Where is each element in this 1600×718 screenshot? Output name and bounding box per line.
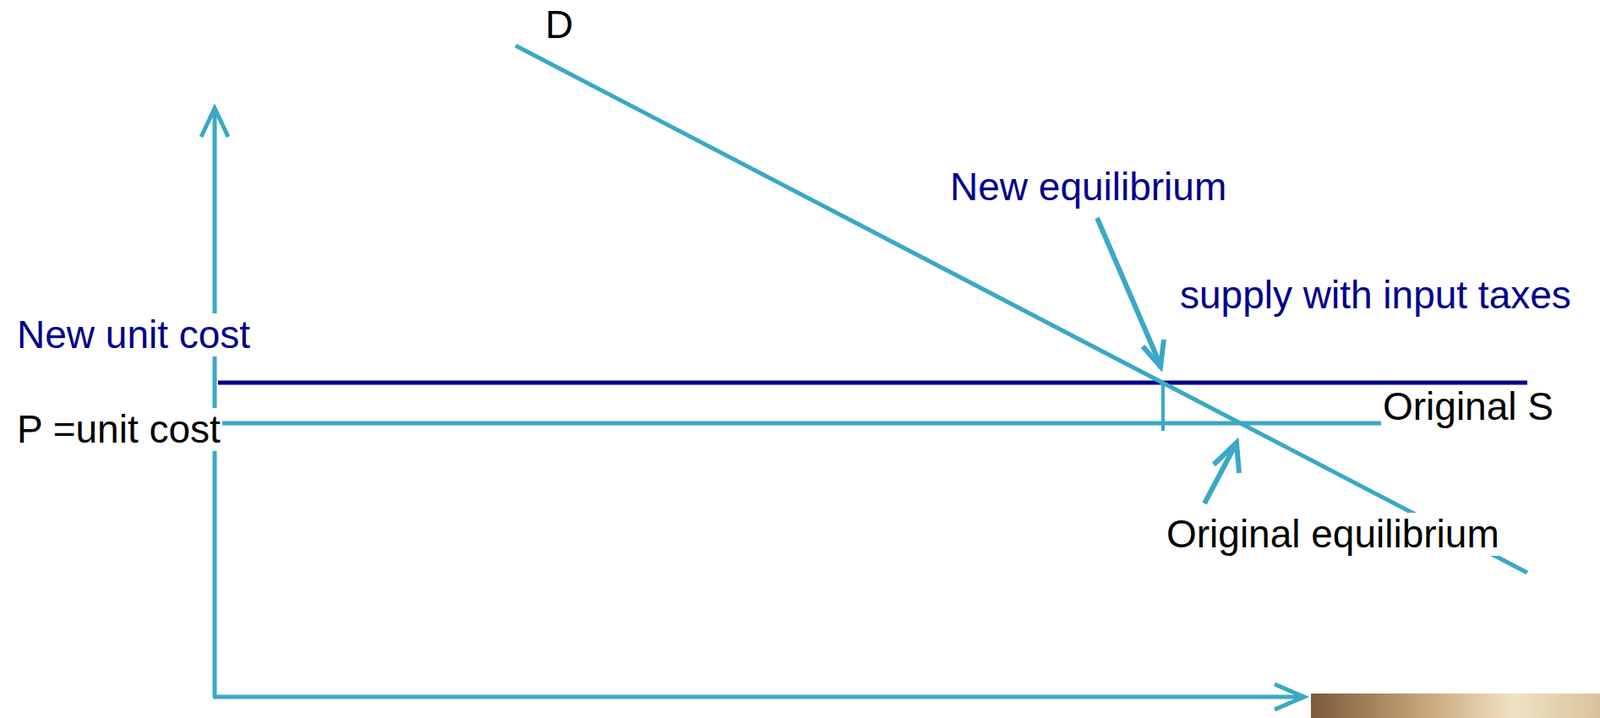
x-axis (212, 695, 1304, 700)
original-supply-label: Original S (1381, 385, 1556, 429)
original-equilibrium-label: Original equilibrium (1164, 513, 1502, 557)
taxed-supply-label: supply with input taxes (1178, 273, 1573, 317)
demand-label: D (543, 3, 575, 47)
y-axis (212, 109, 218, 698)
new-equilibrium-pointer (1097, 218, 1160, 364)
quantity-drop-line (1161, 382, 1165, 432)
new-equilibrium-label: New equilibrium (948, 165, 1229, 209)
unit-cost-label: P =unit cost (15, 408, 223, 452)
x-axis-arrowhead (1274, 684, 1305, 710)
new-equilibrium-arrowhead (1142, 339, 1164, 367)
original-equilibrium-pointer (1204, 446, 1235, 504)
taxed-supply-line (218, 381, 1528, 386)
new-unit-cost-label: New unit cost (15, 313, 252, 357)
y-axis-arrowhead (201, 108, 229, 137)
photo-corner (1310, 693, 1600, 718)
original-supply-line (214, 421, 1459, 426)
original-equilibrium-arrowhead (1213, 442, 1240, 474)
